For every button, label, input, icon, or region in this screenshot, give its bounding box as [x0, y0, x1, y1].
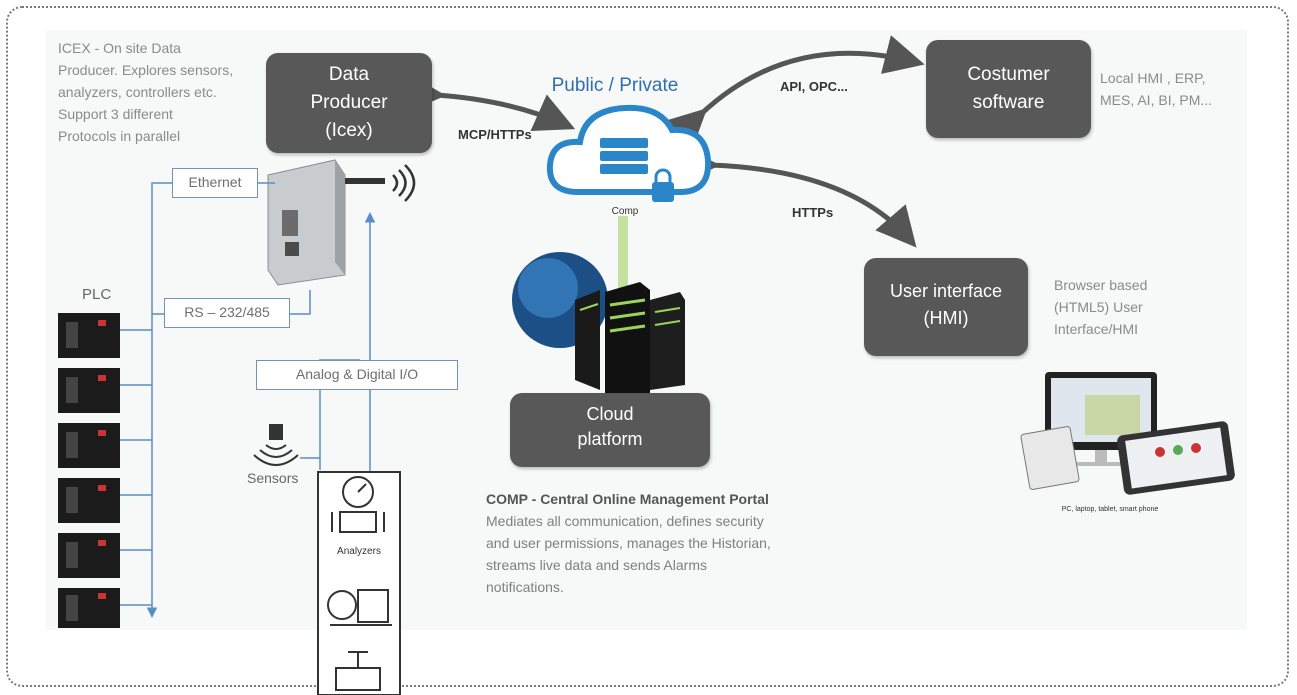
customer-software-label: software	[972, 92, 1045, 113]
cloud-platform-label: platform	[577, 429, 643, 449]
icex-device	[267, 159, 385, 286]
devices-icon	[1020, 372, 1235, 495]
plc-stack	[58, 313, 120, 628]
gauge-icon	[331, 476, 385, 533]
comp-title: COMP - Central Online Management Portal	[486, 491, 769, 507]
data-producer-label: Producer	[310, 92, 388, 113]
customer-software-box: Costumer software	[926, 40, 1091, 138]
customer-software-label: Costumer	[967, 64, 1050, 85]
arrow-producer-cloud	[404, 73, 576, 132]
browser-note: Browser based (HTML5) User Interface/HMI	[1054, 274, 1234, 340]
https-link-label: HTTPs	[792, 205, 834, 220]
server-globe-icon	[512, 252, 685, 395]
comp-line: streams live data and sends Alarms	[486, 557, 707, 573]
customer-note-line: Local HMI , ERP,	[1100, 70, 1206, 86]
sensor-icon	[253, 424, 299, 466]
intro-line: Producer. Explores sensors,	[58, 62, 234, 78]
intro-line: Support 3 different	[58, 106, 173, 122]
browser-note-line: Interface/HMI	[1054, 321, 1139, 337]
customer-note-line: MES, AI, BI, PM...	[1100, 92, 1213, 108]
comp-description: COMP - Central Online Management Portal …	[486, 488, 886, 598]
data-producer-label: (Icex)	[325, 120, 373, 141]
icex-description: ICEX - On site Data Producer. Explores s…	[58, 37, 278, 147]
cloud-icon	[546, 104, 712, 202]
cloud-caption: Comp	[611, 206, 639, 217]
user-interface-box: User interface (HMI)	[864, 258, 1028, 356]
data-producer-box: Data Producer (Icex)	[266, 53, 432, 153]
browser-note-line: (HTML5) User	[1054, 299, 1143, 315]
customer-note: Local HMI , ERP, MES, AI, BI, PM...	[1100, 67, 1280, 111]
comp-line: notifications.	[486, 579, 564, 595]
user-interface-label: User interface	[889, 281, 1003, 301]
wireless-icon	[392, 164, 416, 202]
plc-label: PLC	[82, 286, 112, 303]
intro-line: Protocols in parallel	[58, 128, 181, 144]
cloud-platform-label: Cloud	[586, 404, 634, 424]
cloud-title: Public / Private	[551, 75, 679, 96]
api-link-label: API, OPC...	[780, 79, 848, 94]
analog-io-label: Analog & Digital I/O	[256, 360, 458, 390]
arrow-cloud-customer	[664, 35, 925, 151]
cloud-platform-box: Cloud platform	[510, 393, 710, 467]
comp-line: Mediates all communication, defines secu…	[486, 513, 764, 529]
ethernet-label: Ethernet	[172, 168, 258, 198]
sensors-label: Sensors	[247, 470, 299, 486]
arrow-cloud-ui	[679, 143, 917, 248]
intro-line: analyzers, controllers etc.	[58, 84, 217, 100]
valve-icon	[335, 651, 381, 691]
user-interface-label: (HMI)	[923, 308, 969, 328]
comp-line: and user permissions, manages the Histor…	[486, 535, 771, 551]
data-producer-label: Data	[328, 64, 370, 85]
pump-icon	[327, 589, 392, 626]
mcp-link-label: MCP/HTTPs	[458, 127, 532, 142]
devices-caption: PC, laptop, tablet, smart phone	[1061, 506, 1159, 513]
rs-label: RS – 232/485	[164, 298, 290, 328]
green-beam	[618, 216, 628, 296]
browser-note-line: Browser based	[1054, 277, 1148, 293]
intro-line: ICEX - On site Data	[58, 40, 181, 56]
analyzers-label: Analyzers	[337, 546, 381, 557]
